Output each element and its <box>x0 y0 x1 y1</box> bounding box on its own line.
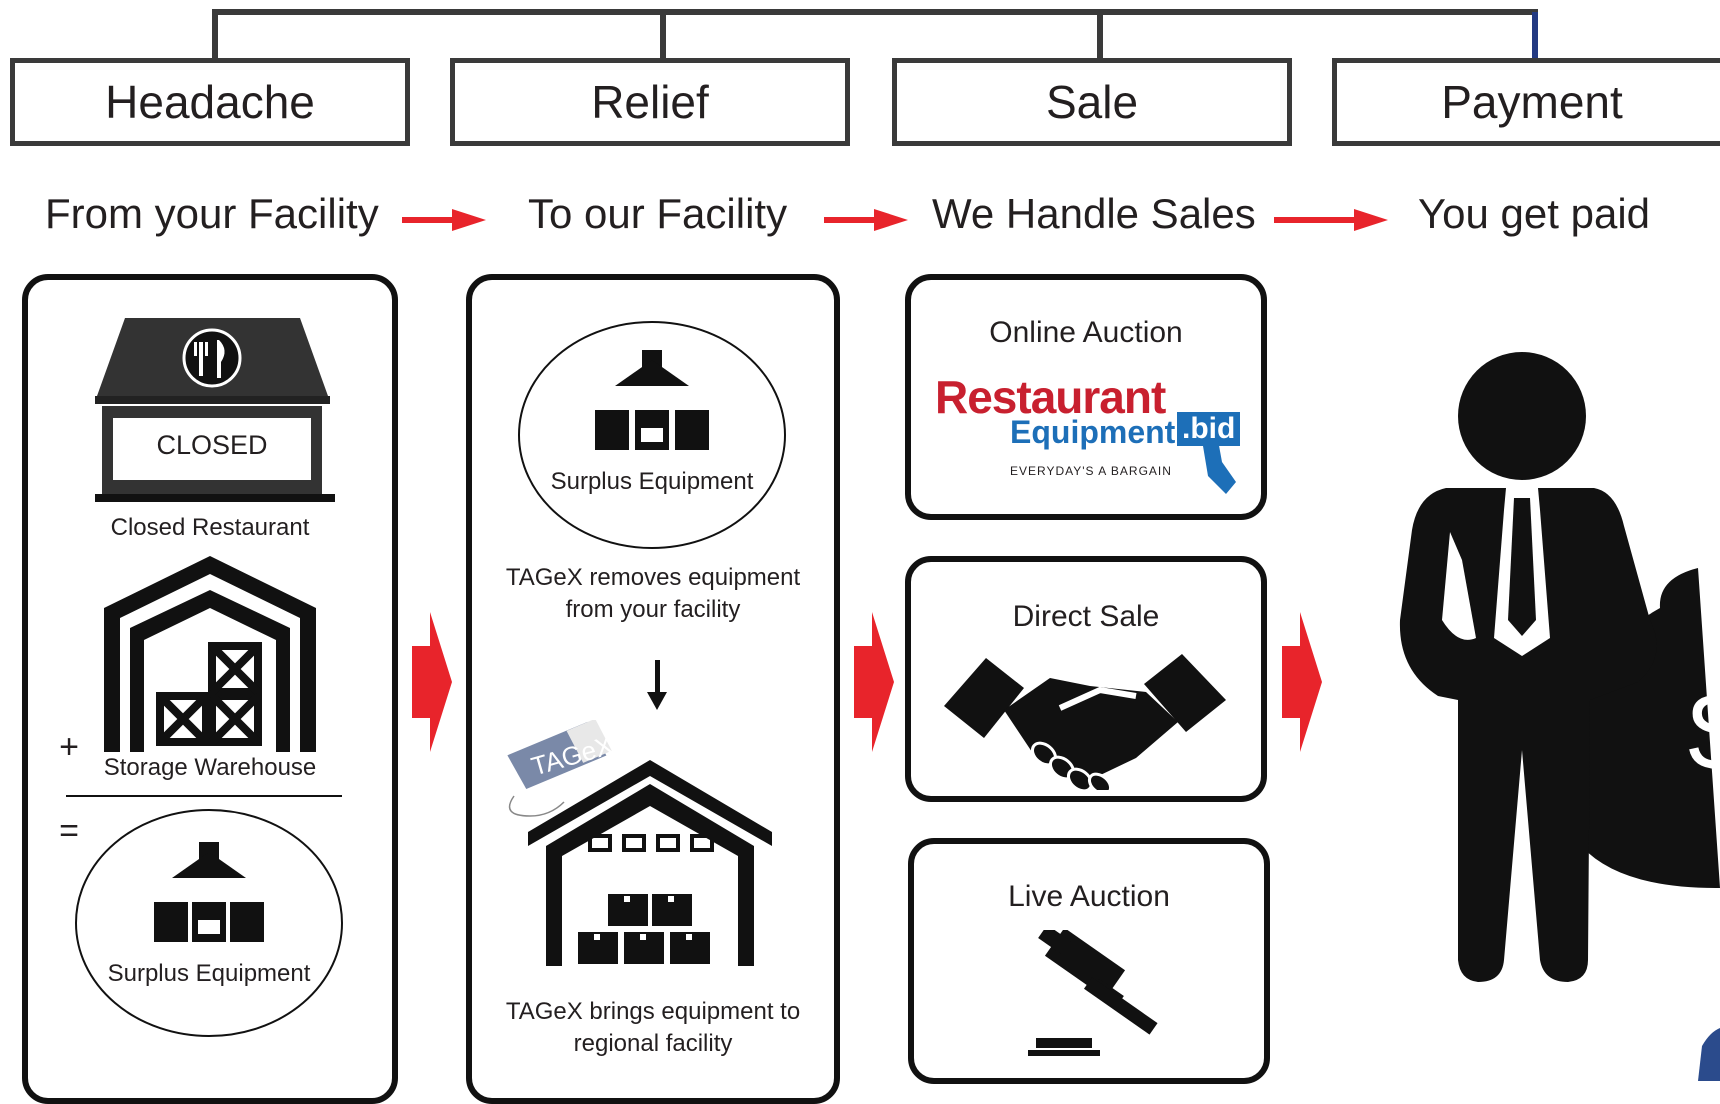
chevron-right-icon <box>1282 612 1322 752</box>
closed-sign: CLOSED <box>156 430 268 460</box>
brings-text-line-2: regional facility <box>573 1030 733 1057</box>
handshake-icon <box>944 654 1226 790</box>
removes-text-line-2: from your facility <box>565 596 741 623</box>
closed-restaurant-caption: Closed Restaurant <box>110 514 310 541</box>
arrow-right-icon <box>402 209 486 231</box>
surplus-equipment-circle <box>518 321 786 549</box>
restaurant-logo-line-1: Restaurant <box>935 371 1166 423</box>
flow-diagram: Headache Relief Sale Payment From your F… <box>10 9 1720 1104</box>
step-to-facility: To our Facility <box>528 190 788 237</box>
online-auction-card <box>905 274 1267 520</box>
businessman-with-money-bag-icon: $ <box>1399 352 1720 1081</box>
dollar-sign: $ <box>1688 671 1720 794</box>
step-handle-sales: We Handle Sales <box>932 190 1256 237</box>
removes-text-line-1: TAGeX removes equipment <box>505 564 801 591</box>
step-from-facility: From your Facility <box>45 190 379 237</box>
gavel-icon <box>1028 930 1158 1056</box>
step-get-paid: You get paid <box>1418 190 1651 237</box>
stage-headache: Headache <box>10 58 410 146</box>
surplus-caption-1: Surplus Equipment <box>107 960 311 987</box>
divider <box>66 795 342 797</box>
closed-restaurant-icon <box>95 318 335 502</box>
surplus-caption-2: Surplus Equipment <box>550 468 754 495</box>
direct-sale-title: Direct Sale <box>1012 600 1160 633</box>
restaurant-logo-tagline: EVERYDAY'S A BARGAIN <box>1010 464 1172 478</box>
stage-sale-label: Sale <box>1045 76 1139 128</box>
online-auction-title: Online Auction <box>989 316 1183 349</box>
chevron-right-icon <box>412 612 452 752</box>
regional-facility-icon <box>528 760 772 966</box>
stage-sale: Sale <box>892 58 1292 146</box>
stage-payment: Payment <box>1332 58 1720 146</box>
warehouse-caption: Storage Warehouse <box>103 754 317 781</box>
brings-text-line-1: TAGeX brings equipment to <box>505 998 801 1025</box>
plus-sign: + <box>59 728 79 766</box>
equals-sign: = <box>59 812 79 850</box>
arrow-right-icon <box>824 209 908 231</box>
hand-icon <box>1202 440 1236 494</box>
restaurant-logo-line-2: Equipment <box>1010 414 1176 450</box>
tagex-logo: TAGeX BRANDS <box>507 720 616 817</box>
surplus-equipment-circle <box>75 809 343 1037</box>
stage-relief-label: Relief <box>591 76 709 128</box>
stage-relief: Relief <box>450 58 850 146</box>
arrow-down-icon <box>647 660 667 710</box>
chevron-right-icon <box>854 612 894 752</box>
stage-payment-label: Payment <box>1441 76 1623 128</box>
top-connector <box>212 9 1538 62</box>
live-auction-title: Live Auction <box>1008 880 1170 913</box>
stage-headache-label: Headache <box>105 76 315 128</box>
warehouse-icon <box>104 556 316 752</box>
arrow-right-icon <box>1274 209 1388 231</box>
